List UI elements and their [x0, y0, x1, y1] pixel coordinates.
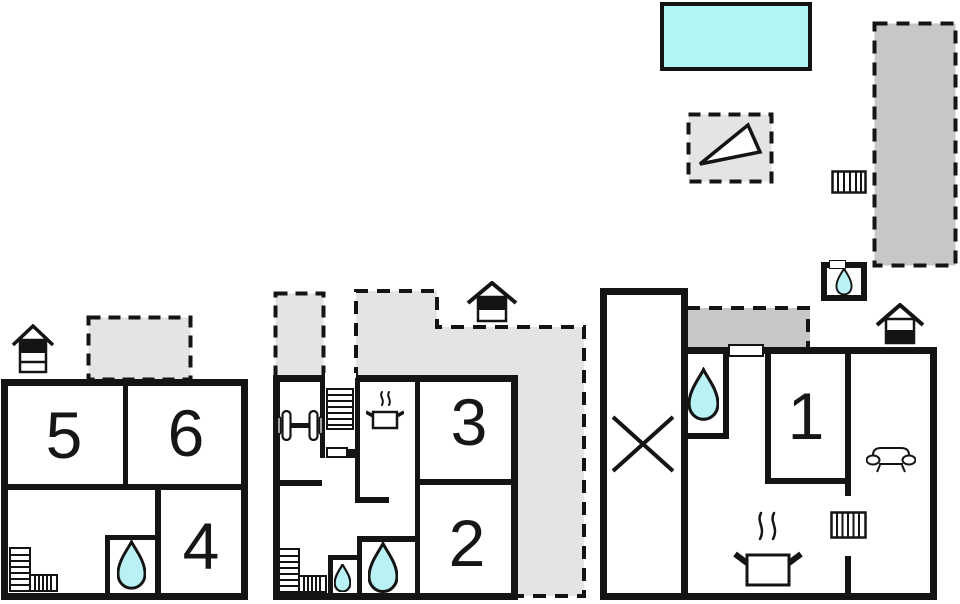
water-drop-icon — [368, 542, 398, 593]
room-6-label: 6 — [167, 396, 205, 470]
wall — [415, 380, 420, 595]
wall — [357, 536, 416, 542]
stairs-icon — [278, 548, 327, 593]
wall — [845, 354, 851, 496]
wall — [765, 354, 771, 484]
wall — [355, 458, 360, 503]
wall — [328, 555, 359, 560]
room-2-label: 2 — [448, 506, 486, 580]
chimney-icon-middle — [466, 281, 518, 323]
stairs-icon — [9, 547, 58, 592]
stairs-icon — [326, 388, 354, 430]
terrace-right-building — [687, 306, 810, 354]
interior-door — [326, 447, 348, 458]
terrace-middle-small — [273, 291, 326, 380]
wall — [765, 478, 851, 484]
kitchen-pot-icon-large — [733, 511, 803, 587]
terrace-middle-wrap — [354, 289, 586, 598]
outdoor-wc-door — [829, 260, 846, 269]
chimney-icon-right — [875, 303, 925, 345]
sofa-icon — [866, 447, 916, 473]
chimney-icon-left — [12, 324, 54, 374]
wall — [357, 536, 362, 596]
wall — [355, 497, 389, 503]
terrace-left-building — [86, 315, 193, 382]
swimming-pool — [660, 2, 812, 71]
water-drop-icon — [688, 367, 719, 421]
staircase-gap — [325, 373, 356, 384]
water-drop-icon — [835, 268, 853, 295]
radiator-icon-outdoor — [831, 170, 867, 194]
gravel-terrace-large — [872, 21, 958, 268]
wall — [155, 488, 161, 596]
kitchen-pot-icon — [366, 391, 404, 430]
wall — [4, 484, 245, 490]
room-4-label: 4 — [182, 509, 220, 583]
wall — [278, 480, 322, 486]
room-5-label: 5 — [45, 398, 83, 472]
wall — [418, 479, 514, 485]
wall — [105, 535, 110, 597]
water-drop-icon — [334, 564, 351, 592]
water-drop-icon — [117, 540, 146, 590]
entrance-door — [728, 344, 764, 357]
wall — [355, 378, 360, 458]
building-right-main — [680, 347, 937, 600]
room-3-label: 3 — [450, 385, 488, 459]
cross-icon — [611, 415, 675, 473]
wall — [105, 535, 157, 540]
wall — [845, 556, 851, 598]
wall — [346, 449, 360, 458]
wall — [723, 354, 729, 439]
garden-triangle-icon — [698, 122, 763, 166]
room-1-label: 1 — [787, 379, 825, 453]
wall — [328, 555, 333, 596]
radiator-icon — [830, 511, 867, 539]
dumbbell-icon — [277, 410, 323, 441]
garden-area — [686, 112, 774, 184]
wall — [123, 384, 128, 486]
wall — [684, 433, 729, 439]
